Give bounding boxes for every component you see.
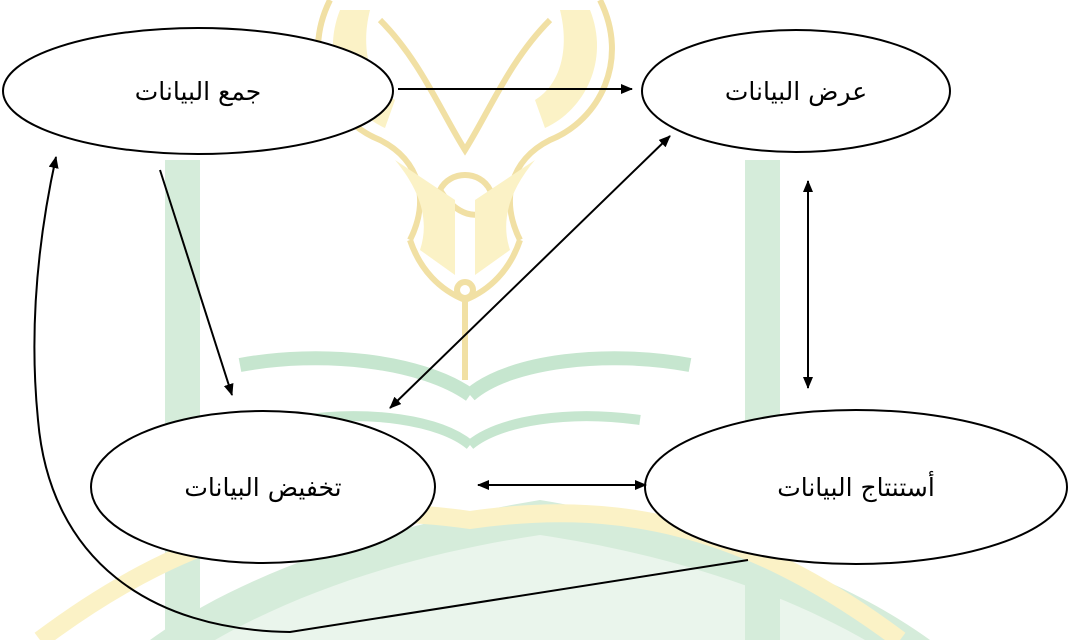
node-data-collection-shape [2, 27, 394, 155]
node-data-display-label: عرض البيانات [725, 77, 867, 107]
node-data-collection: جمع البيانات [2, 27, 394, 155]
node-data-conclusion-label: أستنتاج البيانات [777, 470, 935, 503]
watermark-book-page-icon [215, 535, 865, 640]
arrow-conclusion-to-collection-curve [33, 156, 749, 634]
node-data-reduction-label: تخفيض البيانات [184, 473, 341, 503]
node-data-display: عرض البيانات [641, 29, 951, 153]
arrow-display-reduction-bidirectional [389, 135, 671, 409]
arrow-collection-to-reduction [159, 169, 234, 396]
node-data-conclusion: أستنتاج البيانات [644, 409, 1068, 565]
node-data-collection-label: جمع البيانات [135, 77, 262, 107]
node-data-display-shape [641, 29, 951, 153]
node-data-reduction-shape [90, 410, 436, 564]
node-data-reduction: تخفيض البيانات [90, 410, 436, 564]
